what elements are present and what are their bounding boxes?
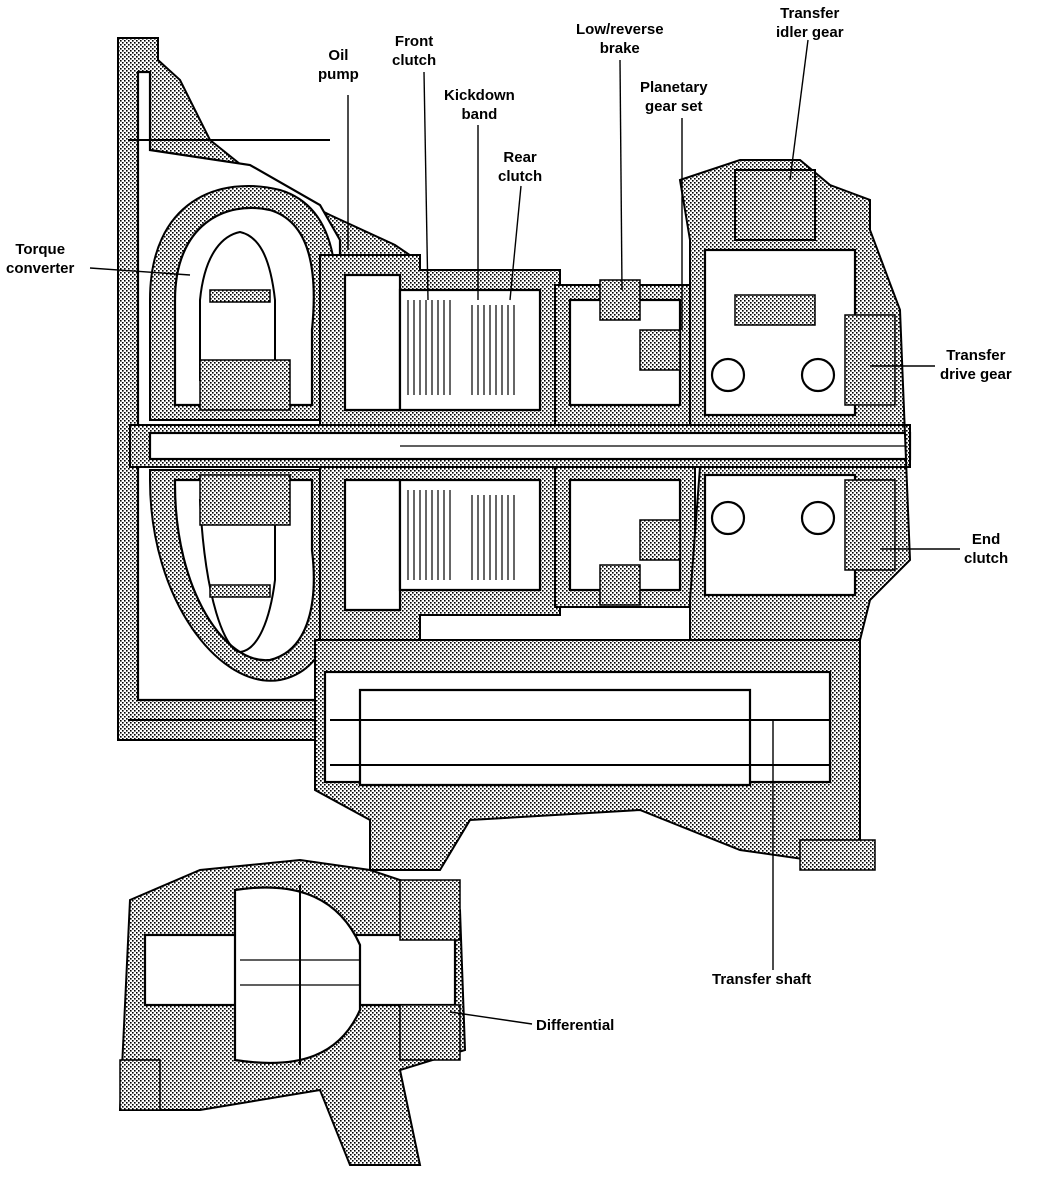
differential <box>118 858 467 1166</box>
label-line: Kickdown <box>444 87 515 104</box>
transfer-gear-housing <box>678 159 912 641</box>
label-line: drive gear <box>940 366 1012 383</box>
label-line: converter <box>6 260 75 277</box>
label-line: Oil <box>328 47 349 64</box>
label-rear-clutch: Rear clutch <box>498 148 542 186</box>
rear-clutch-plates <box>471 305 515 580</box>
label-line: gear set <box>645 98 703 115</box>
label-transfer-idler-gear: Transfer idler gear <box>776 4 844 42</box>
label-kickdown-band: Kickdown band <box>444 86 515 124</box>
label-planetary-gear-set: Planetary gear set <box>640 78 708 116</box>
label-line: End <box>971 531 1001 548</box>
label-line: Transfer <box>946 347 1006 364</box>
label-transfer-shaft: Transfer shaft <box>712 970 811 989</box>
input-shaft <box>129 424 912 468</box>
torque-converter <box>149 185 338 682</box>
front-clutch-plates <box>407 300 451 580</box>
label-line: clutch <box>964 550 1009 567</box>
label-line: Low/reverse <box>576 21 664 38</box>
label-line: Torque <box>15 241 66 258</box>
label-line: pump <box>318 66 359 83</box>
label-line: brake <box>599 40 640 57</box>
label-oil-pump: Oil pump <box>318 46 359 84</box>
label-line: Transfer <box>780 5 840 22</box>
label-line: Transfer shaft <box>712 971 812 988</box>
label-line: clutch <box>498 168 543 185</box>
transfer-shaft <box>314 639 876 871</box>
leader-lines <box>89 39 960 1025</box>
planetary-gear-set <box>554 279 696 608</box>
label-differential: Differential <box>536 1016 614 1035</box>
label-line: Differential <box>536 1017 615 1034</box>
label-transfer-drive-gear: Transfer drive gear <box>940 346 1012 384</box>
label-line: Rear <box>503 149 537 166</box>
label-line: idler gear <box>776 24 844 41</box>
label-end-clutch: End clutch <box>964 530 1008 568</box>
label-line: band <box>461 106 498 123</box>
label-torque-converter: Torque converter <box>6 240 74 278</box>
label-line: clutch <box>392 52 437 69</box>
label-front-clutch: Front clutch <box>392 32 436 70</box>
label-line: Front <box>394 33 434 50</box>
label-line: Planetary <box>640 79 708 96</box>
label-low-reverse-brake: Low/reverse brake <box>576 20 664 58</box>
